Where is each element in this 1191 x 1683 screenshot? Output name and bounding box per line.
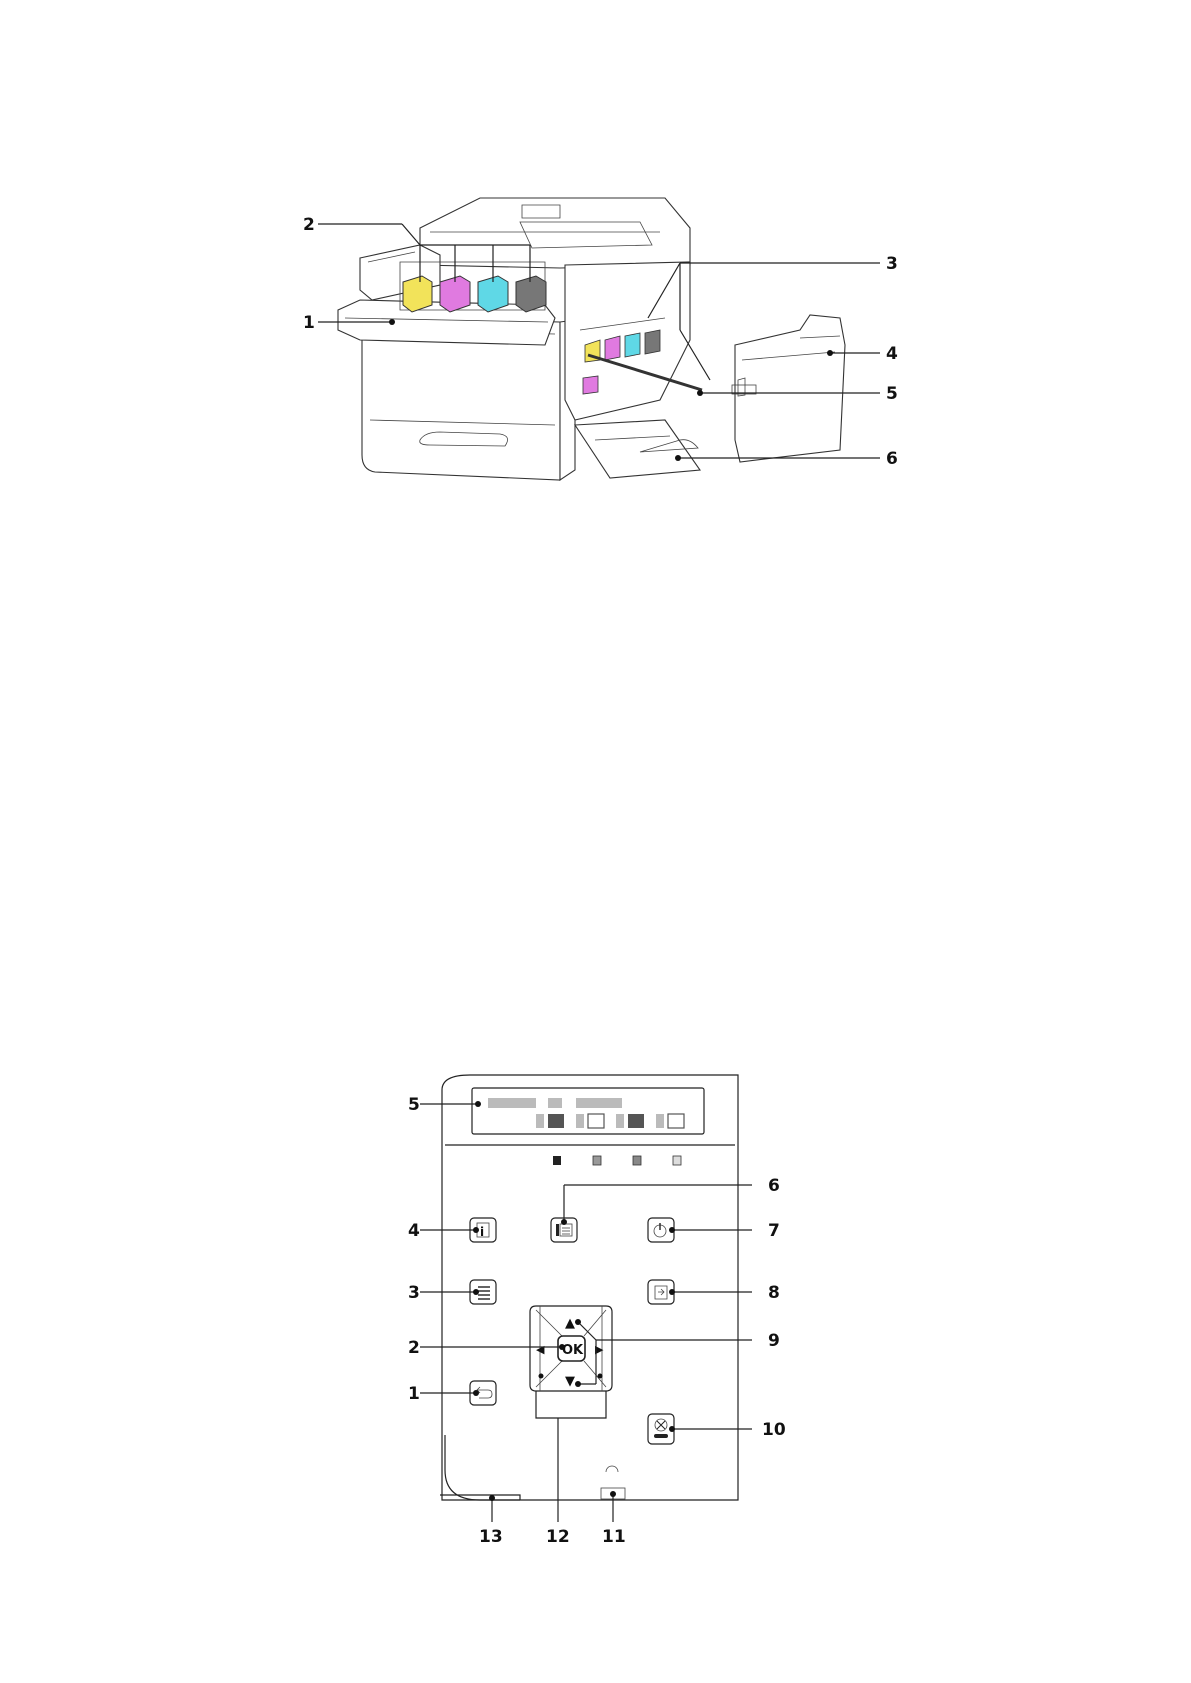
panel-callout-8: 8	[768, 1283, 780, 1303]
panel-callout-7: 7	[768, 1221, 780, 1241]
panel-callout-3: 3	[408, 1283, 420, 1303]
printer-callout-2: 2	[303, 215, 315, 235]
toner-led-magenta	[633, 1156, 641, 1165]
printer-callout-3: 3	[886, 254, 898, 274]
side-compartment	[565, 262, 845, 478]
printer-callout-5: 5	[886, 384, 898, 404]
panel-callout-6: 6	[768, 1176, 780, 1196]
toner-led-cyan	[593, 1156, 601, 1165]
panel-callout-12: 12	[546, 1527, 570, 1547]
down-arrow-button[interactable]: ▼	[565, 1374, 575, 1389]
ok-button-label: OK	[562, 1343, 584, 1358]
printer-callout-6: 6	[886, 449, 898, 469]
printer-callout-4: 4	[886, 344, 898, 364]
cartridge-black	[516, 276, 546, 312]
panel-callout-10: 10	[762, 1420, 786, 1440]
toner-led-black	[553, 1156, 561, 1165]
panel-callout-13: 13	[479, 1527, 503, 1547]
panel-callout-2: 2	[408, 1338, 420, 1358]
toner-led-yellow	[673, 1156, 681, 1165]
printer-callout-1: 1	[303, 313, 315, 333]
info-icon: i	[480, 1225, 484, 1239]
ready-indicator-icon	[606, 1466, 618, 1472]
cartridge-yellow	[403, 276, 432, 312]
up-arrow-button[interactable]: ▲	[565, 1316, 575, 1331]
control-panel-diagram: i	[408, 1075, 786, 1547]
panel-callout-4: 4	[408, 1221, 420, 1241]
panel-callout-11: 11	[602, 1527, 626, 1547]
panel-callout-9: 9	[768, 1331, 780, 1351]
left-arrow-button[interactable]: ◀	[536, 1343, 545, 1356]
panel-callout-5: 5	[408, 1095, 420, 1115]
panel-callout-1: 1	[408, 1384, 420, 1404]
